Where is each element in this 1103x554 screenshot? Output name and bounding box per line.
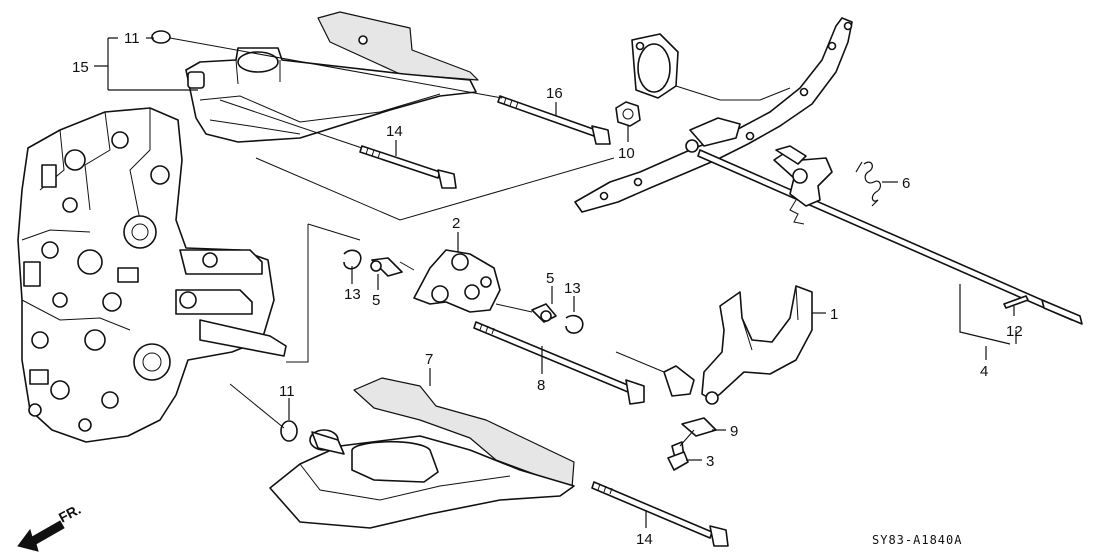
leader-lines (94, 37, 1017, 528)
case-flange (574, 17, 853, 213)
bolt-14-lower (591, 481, 729, 547)
callout-9: 9 (730, 423, 738, 440)
callout-15: 15 (72, 59, 89, 76)
spring-pin-12 (1003, 295, 1029, 309)
nut-10 (615, 101, 641, 127)
callout-7: 7 (425, 351, 433, 368)
callout-5-right: 5 (546, 270, 554, 287)
callout-4: 4 (980, 363, 988, 380)
spring-6 (855, 161, 882, 207)
bolt-8 (473, 321, 645, 405)
accumulator-body-2 (413, 249, 501, 313)
callout-13-right: 13 (564, 280, 581, 297)
valve-body (17, 107, 287, 443)
callout-16: 16 (546, 85, 563, 102)
bushing-5-right (531, 303, 557, 323)
bushing-5-left (370, 257, 403, 277)
callout-10: 10 (618, 145, 635, 162)
callout-1: 1 (830, 306, 838, 323)
callout-5-left: 5 (372, 292, 380, 309)
diagram-code: SY83-A1840A (872, 533, 962, 547)
callout-3: 3 (706, 453, 714, 470)
callout-8: 8 (537, 377, 545, 394)
callout-11-upper: 11 (124, 30, 140, 47)
callout-2: 2 (452, 215, 460, 232)
clip-13-left (343, 249, 362, 270)
bolt-3 (667, 441, 689, 471)
bolt-14-upper (359, 145, 457, 189)
shift-fork-1 (663, 285, 813, 405)
callout-11-lower: 11 (279, 383, 295, 400)
o-ring-11-lower (280, 420, 298, 442)
front-direction-arrow-icon (17, 520, 65, 552)
control-shaft-4 (697, 145, 1083, 325)
lower-filter-7 (269, 377, 575, 529)
clip-13-right (565, 314, 584, 334)
callout-6: 6 (902, 175, 910, 192)
lock-plate-9 (681, 417, 717, 437)
callout-14-lower: 14 (636, 531, 653, 548)
callout-13-left: 13 (344, 286, 361, 303)
callout-14-upper: 14 (386, 123, 403, 140)
o-ring-11-upper (151, 30, 171, 44)
bolt-16 (497, 95, 611, 145)
upper-filter (185, 11, 479, 143)
callout-12: 12 (1006, 323, 1023, 340)
